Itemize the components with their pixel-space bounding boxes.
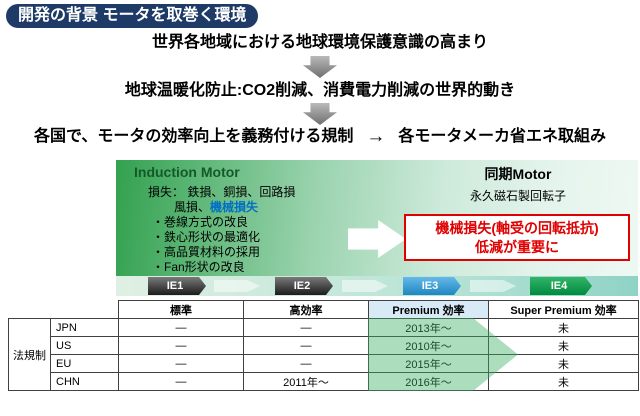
improvement-list: ・巻線方式の改良 ・鉄心形状の最適化 ・高品質材料の採用 ・Fan形状の改良 — [152, 215, 260, 275]
mechanical-loss-highlight: 機械損失 — [210, 200, 259, 214]
row-header-regulation: 法規制 — [8, 318, 51, 391]
country-label: JPN — [50, 318, 119, 337]
improvement-item: ・Fan形状の改良 — [152, 260, 245, 274]
ie4-label: IE4 — [530, 277, 592, 295]
flow-line-1: 世界各地域における地球環境保護意識の高まり — [151, 34, 488, 51]
right-arrow-icon: → — [366, 126, 386, 147]
induction-loss-line-1: 損失： 鉄損、銅損、回路損 — [148, 185, 296, 199]
title-badge: 開発の背景 モータを取巻く環境 — [6, 4, 259, 28]
callout-line-2: 低減が重要に — [475, 238, 559, 255]
col-header-super-premium: Super Premium 効率 — [488, 300, 639, 319]
improvement-item: ・鉄心形状の最適化 — [152, 230, 261, 244]
sync-motor-block: 同期Motor 永久磁石製回転子 — [428, 164, 608, 204]
improvement-item: ・高品質材料の採用 — [152, 245, 261, 259]
improvement-item: ・巻線方式の改良 — [152, 215, 249, 229]
sync-motor-subtitle: 永久磁石製回転子 — [469, 189, 566, 203]
band-chevron-icon — [342, 280, 388, 292]
col-header-premium: Premium 効率 — [368, 300, 489, 319]
flow-line-3-right: 各モータメーカ省エネ取組み — [398, 128, 606, 145]
col-header-standard: 標準 — [118, 300, 244, 319]
table-cell: 2015年～ — [368, 354, 489, 373]
down-arrow-icon — [303, 103, 337, 125]
down-arrow-icon — [303, 56, 337, 78]
country-label: CHN — [50, 372, 119, 391]
flow-line-3-left: 各国で、モータの効率向上を義務付ける規制 — [34, 128, 354, 145]
table-cell: 2011年～ — [243, 372, 369, 391]
table-cell: ― — [243, 318, 369, 337]
table-cell: ― — [243, 336, 369, 355]
loss-line-2-prefix: 風損、 — [174, 200, 211, 214]
flow-line-3: 各国で、モータの効率向上を義務付ける規制 → 各モータメーカ省エネ取組み — [0, 127, 640, 147]
table-cell: 未 — [488, 354, 639, 373]
induction-motor-title: Induction Motor — [134, 164, 240, 180]
callout-line-1: 機械損失(軸受の回転抵抗) — [435, 219, 599, 236]
table-cell: 未 — [488, 372, 639, 391]
ie-efficiency-band: IE1 IE2 IE3 IE4 — [116, 276, 638, 296]
induction-loss-line-2: 風損、機械損失 — [174, 198, 258, 215]
table-cell: ― — [243, 354, 369, 373]
country-label: EU — [50, 354, 119, 373]
sync-motor-title: 同期Motor — [484, 166, 552, 182]
country-label: US — [50, 336, 119, 355]
table-cell: ― — [118, 318, 244, 337]
ie1-label: IE1 — [148, 277, 206, 295]
table-cell: ― — [118, 336, 244, 355]
table-cell: 2016年～ — [368, 372, 489, 391]
band-chevron-icon — [470, 280, 516, 292]
ie3-label: IE3 — [403, 277, 461, 295]
motor-diagram: Induction Motor 損失： 鉄損、銅損、回路損 風損、機械損失 ・巻… — [116, 160, 638, 276]
table-cell: 未 — [488, 318, 639, 337]
table-cell: 未 — [488, 336, 639, 355]
col-header-high-efficiency: 高効率 — [243, 300, 369, 319]
mechanical-loss-callout: 機械損失(軸受の回転抵抗) 低減が重要に — [404, 214, 630, 261]
flow-line-2: 地球温暖化防止:CO2削減、消費電力削減の世界的動き — [124, 82, 516, 99]
band-chevron-icon — [214, 280, 260, 292]
table-cell: 2010年～ — [368, 336, 489, 355]
table-cell: 2013年～ — [368, 318, 489, 337]
table-cell: ― — [118, 354, 244, 373]
table-cell: ― — [118, 372, 244, 391]
transition-arrow-icon — [348, 220, 406, 258]
ie2-label: IE2 — [275, 277, 333, 295]
